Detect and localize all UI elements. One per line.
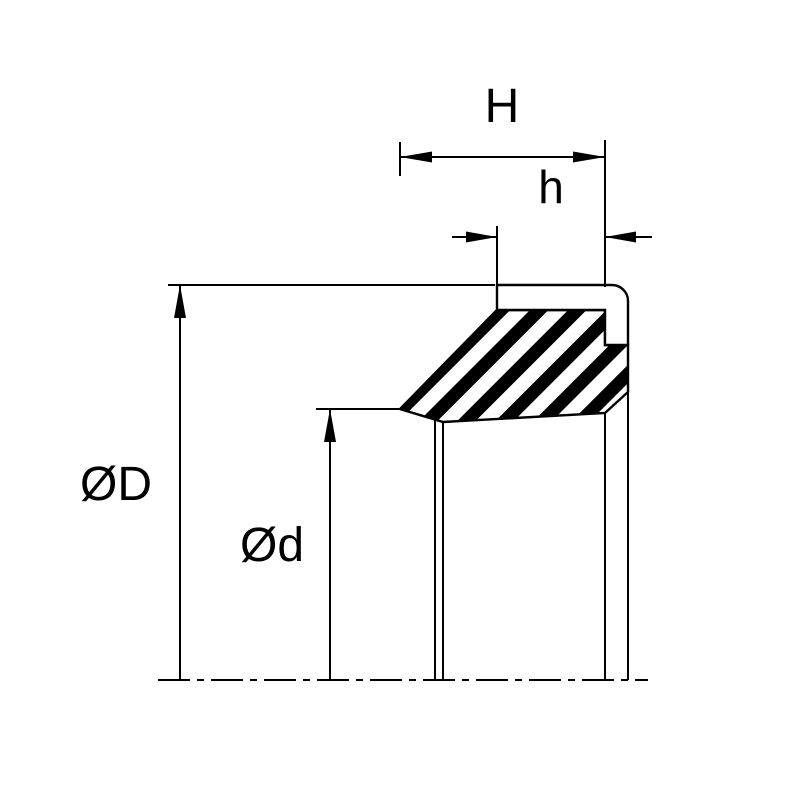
dimension-H: H — [399, 80, 606, 287]
label-Od: Ød — [240, 519, 304, 572]
seal-profile-group — [397, 283, 630, 680]
label-h: h — [538, 161, 564, 213]
metal-case-outline — [495, 283, 630, 347]
label-OD: ØD — [80, 458, 152, 511]
label-H: H — [485, 80, 520, 133]
dimension-h: h — [452, 161, 652, 284]
arrow-right-icon — [573, 151, 605, 163]
arrow-up-icon — [324, 409, 336, 442]
dimension-inner-diameter: Ød — [240, 408, 400, 680]
arrow-left-icon — [605, 231, 636, 243]
arrow-up-icon — [174, 285, 186, 318]
arrow-left-icon — [400, 151, 432, 163]
arrow-right-icon — [466, 231, 497, 243]
dimension-outer-diameter: ØD — [80, 284, 495, 680]
